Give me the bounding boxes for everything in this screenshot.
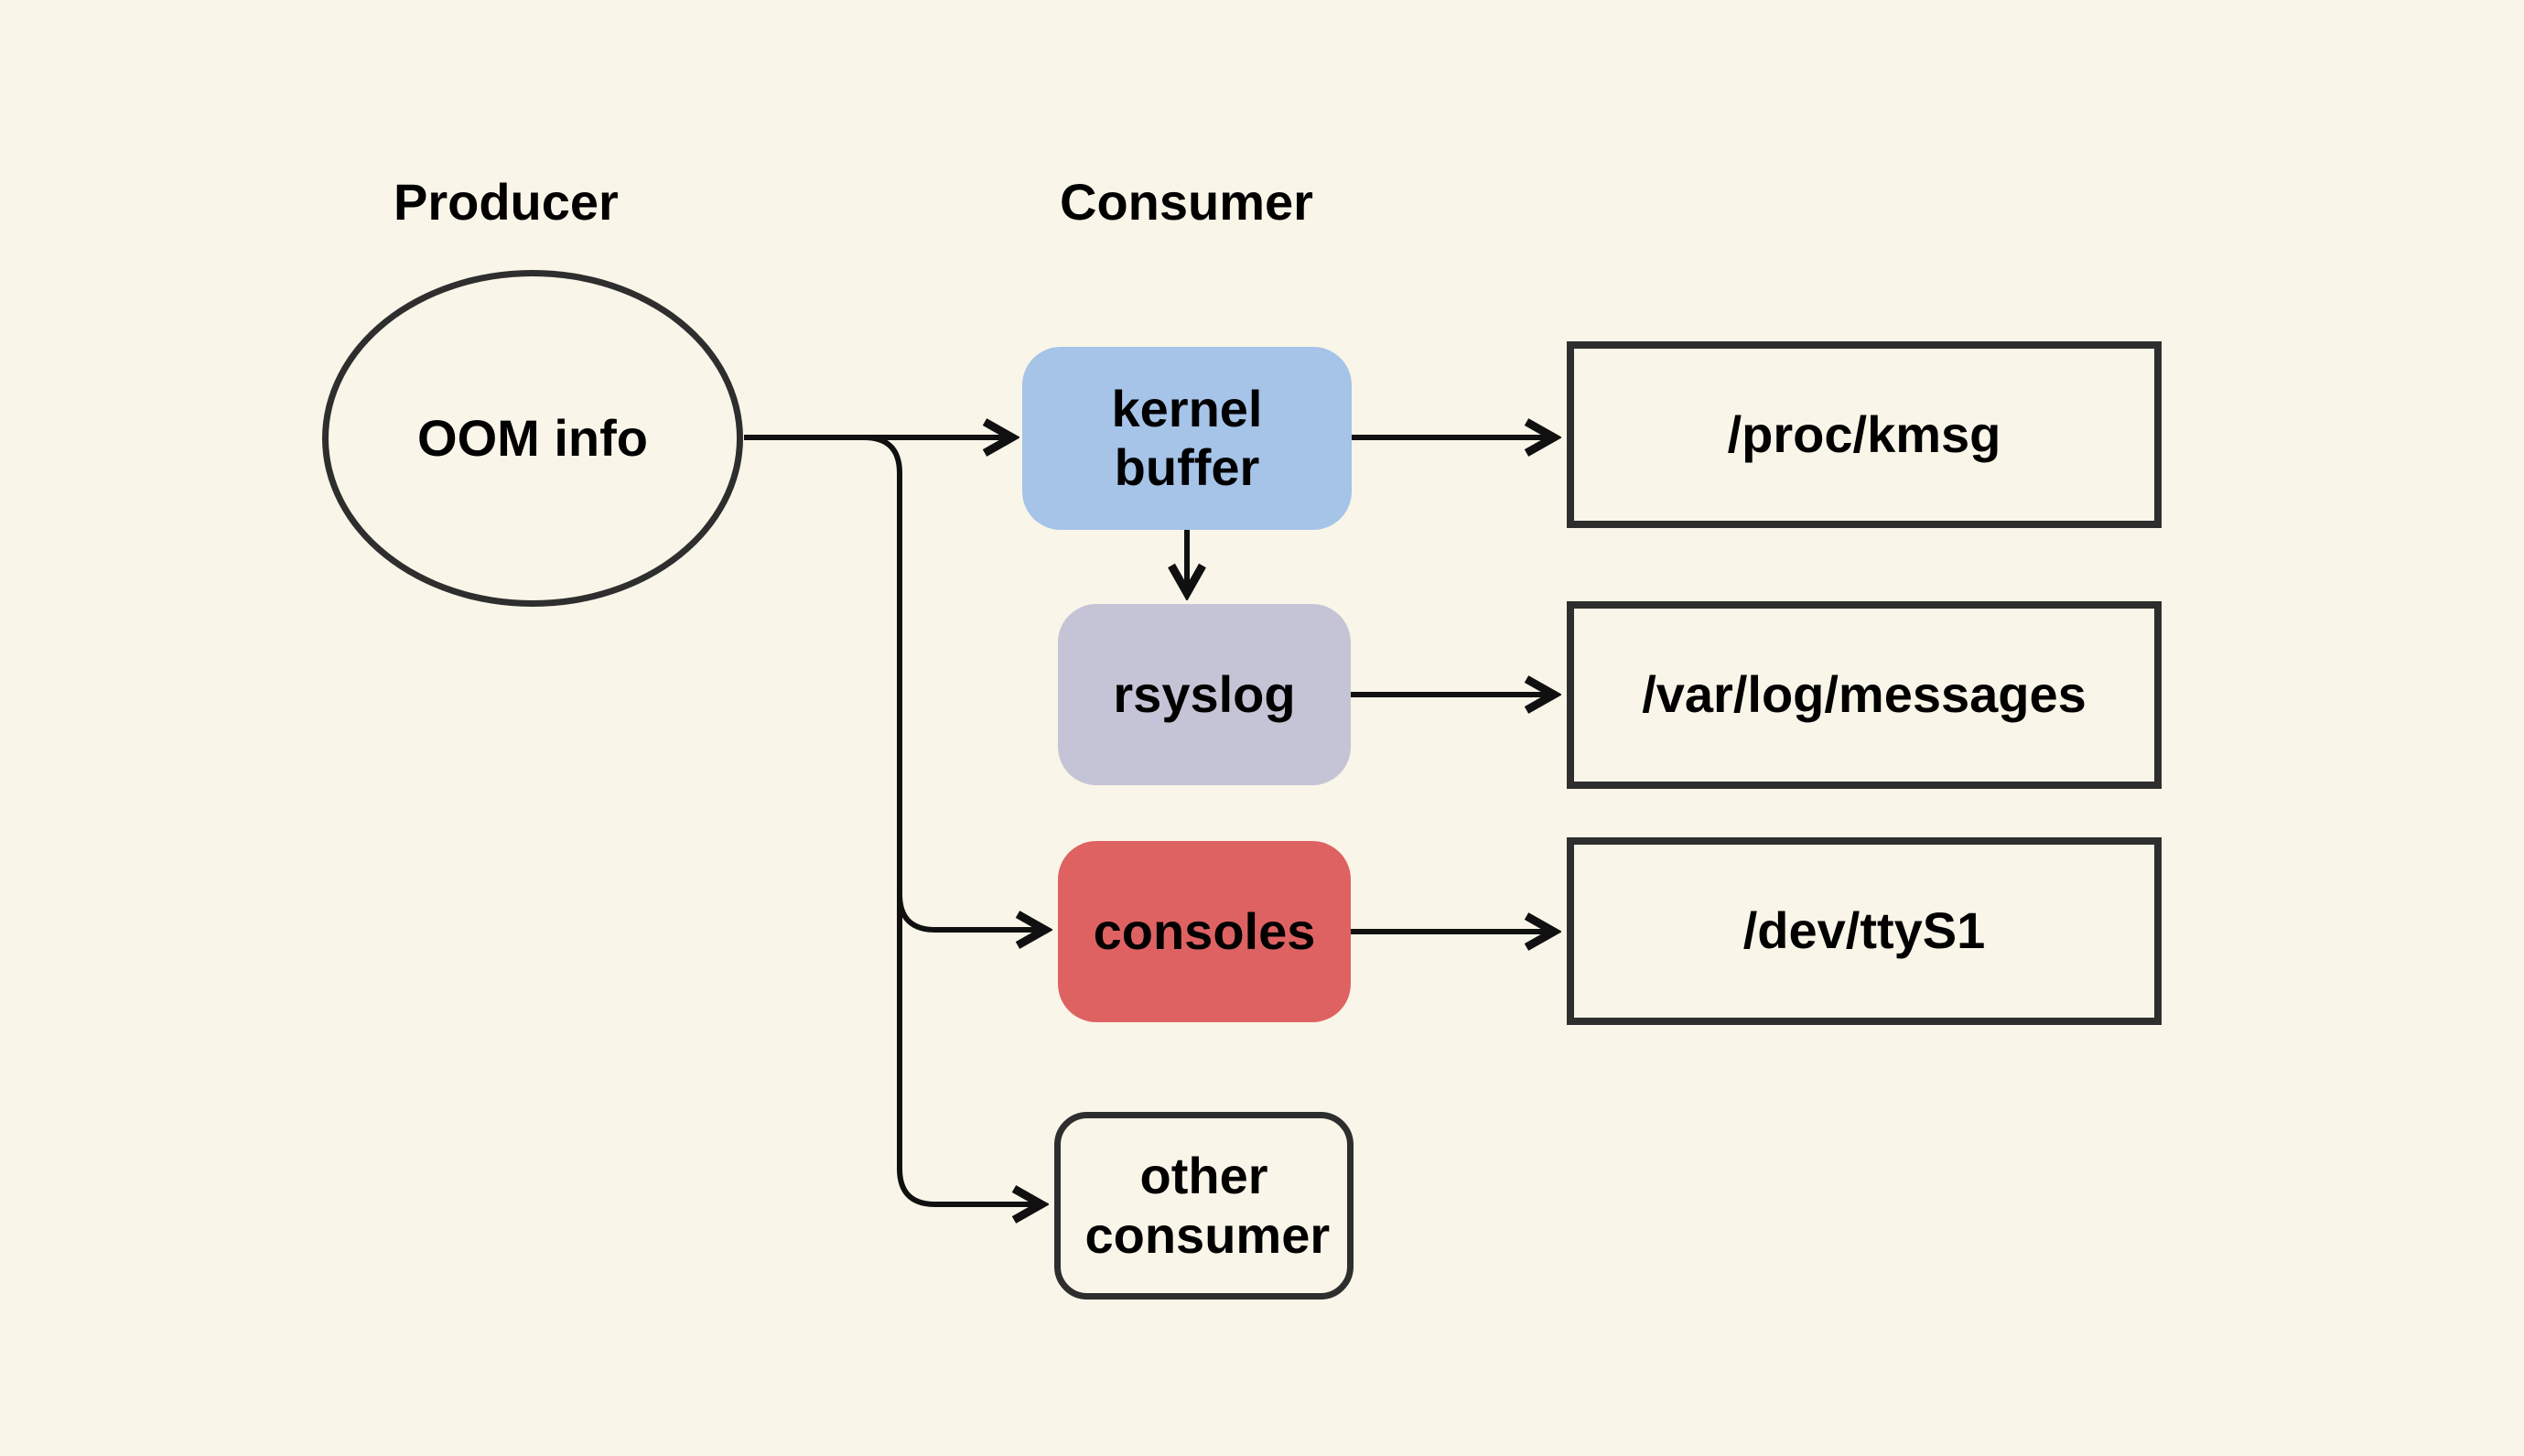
node-proc-kmsg-label: /proc/kmsg: [1727, 404, 2001, 463]
node-consoles-label: consoles: [1093, 901, 1316, 960]
node-other-consumer-label: other consumer: [1084, 1147, 1331, 1264]
node-consoles: consoles: [1058, 841, 1351, 1022]
edge-oom-info-to-consoles: [897, 893, 1043, 930]
node-kernel-buffer-label: kernel buffer: [1111, 379, 1263, 496]
consumer-column-label: Consumer: [1060, 173, 1313, 231]
node-proc-kmsg: /proc/kmsg: [1567, 341, 2162, 528]
node-oom-info-label: OOM info: [417, 408, 648, 467]
node-var-log-messages: /var/log/messages: [1567, 601, 2162, 789]
producer-column-label: Producer: [394, 173, 619, 231]
node-dev-ttys1: /dev/ttyS1: [1567, 837, 2162, 1025]
node-dev-ttys1-label: /dev/ttyS1: [1742, 901, 1986, 960]
node-oom-info: OOM info: [322, 270, 743, 607]
node-var-log-messages-label: /var/log/messages: [1642, 665, 2087, 724]
node-rsyslog: rsyslog: [1058, 604, 1351, 785]
edge-oom-info-to-other-consumer: [863, 435, 1040, 1204]
node-other-consumer: other consumer: [1054, 1112, 1354, 1300]
node-kernel-buffer: kernel buffer: [1022, 347, 1352, 530]
node-rsyslog-label: rsyslog: [1113, 664, 1296, 723]
